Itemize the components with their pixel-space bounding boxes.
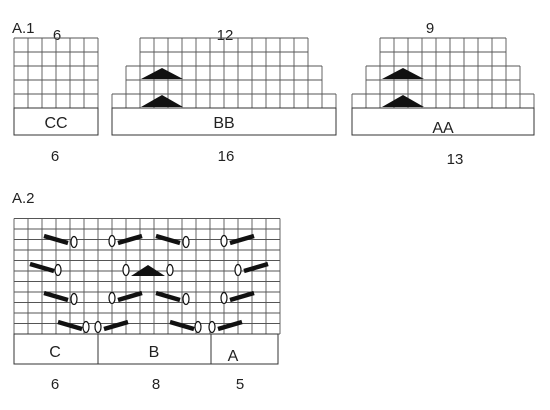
chart-cc-grid [13, 37, 99, 109]
slanted-bar-icon [117, 290, 143, 303]
triangle-decrease-icon [141, 95, 183, 107]
chart-cc-key-box [13, 107, 99, 136]
bb-top-label: 12 [217, 27, 234, 44]
yarn-over-oval-icon [94, 320, 102, 334]
yarn-over-oval-icon [70, 292, 78, 306]
yarn-over-oval-icon [182, 292, 190, 306]
yarn-over-oval-icon [108, 291, 116, 305]
yarn-over-oval-icon [234, 263, 242, 277]
slanted-bar-icon [43, 290, 69, 303]
slanted-bar-icon [217, 319, 243, 332]
section-b-count: 8 [152, 376, 160, 393]
section-c-count: 6 [51, 376, 59, 393]
slanted-bar-icon [43, 233, 69, 246]
slanted-bar-icon [29, 261, 55, 274]
slanted-bar-icon [243, 261, 269, 274]
bb-key-label: BB [213, 115, 234, 132]
chart-aa-key-box [351, 107, 535, 136]
yarn-over-oval-icon [208, 320, 216, 334]
section-b-key: B [149, 344, 160, 361]
a1-heading: A.1 [12, 20, 35, 37]
yarn-over-oval-icon [54, 263, 62, 277]
yarn-over-oval-icon [220, 291, 228, 305]
cc-bottom-label: 6 [51, 148, 59, 165]
triangle-decrease-icon [382, 95, 424, 107]
bb-bottom-label: 16 [218, 148, 235, 165]
triangle-decrease-icon [382, 68, 424, 79]
yarn-over-oval-icon [220, 234, 228, 248]
slanted-bar-icon [117, 233, 143, 246]
chart-bb-key-box [111, 107, 337, 136]
yarn-over-oval-icon [108, 234, 116, 248]
triangle-decrease-icon [141, 68, 183, 79]
triangle-decrease-icon [131, 265, 165, 276]
a2-heading: A.2 [12, 190, 35, 207]
slanted-bar-icon [155, 290, 181, 303]
chart-a2-grid [13, 218, 281, 335]
yarn-over-oval-icon [70, 235, 78, 249]
aa-key-label: AA [432, 120, 454, 137]
yarn-over-oval-icon [166, 263, 174, 277]
yarn-over-oval-icon [182, 235, 190, 249]
slanted-bar-icon [229, 233, 255, 246]
slanted-bar-icon [169, 319, 195, 332]
cc-key-label: CC [44, 115, 67, 132]
cc-top-label: 6 [53, 27, 61, 44]
yarn-over-oval-icon [194, 320, 202, 334]
yarn-over-oval-icon [82, 320, 90, 334]
aa-top-label: 9 [426, 20, 434, 37]
yarn-over-oval-icon [122, 263, 130, 277]
section-a-key: A [228, 348, 239, 365]
section-c-key: C [49, 344, 61, 361]
slanted-bar-icon [103, 319, 129, 332]
section-a-count: 5 [236, 376, 244, 393]
chart-aa-grid [351, 37, 535, 109]
slanted-bar-icon [57, 319, 83, 332]
chart-bb-grid [111, 37, 337, 109]
a2-symbols [29, 233, 269, 334]
aa-bottom-label: 13 [447, 151, 464, 168]
chart-a2-key-box [13, 333, 279, 365]
slanted-bar-icon [229, 290, 255, 303]
slanted-bar-icon [155, 233, 181, 246]
